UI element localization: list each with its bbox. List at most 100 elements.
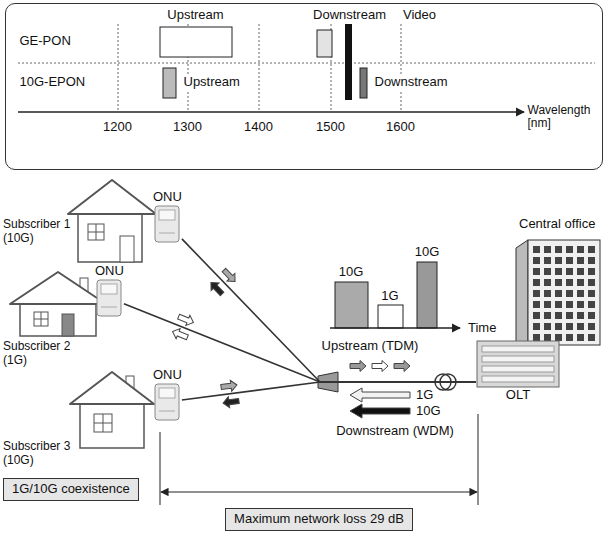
subscriber-label: Subscriber 2 (1G)	[3, 340, 75, 368]
device-label: OLT	[476, 388, 560, 403]
house-door	[62, 314, 74, 336]
device-label: ONU	[95, 264, 124, 279]
extension-line	[160, 432, 161, 505]
building-windows	[533, 246, 599, 345]
coil-loop	[440, 374, 456, 390]
axis-title: Wavelength [nm]	[528, 104, 594, 132]
note-text: 1G/10G coexistence	[12, 482, 130, 497]
band-bar	[160, 27, 232, 57]
onu-device: ONU	[95, 264, 124, 317]
burst-bar	[335, 282, 368, 328]
band-bar	[360, 68, 367, 98]
house	[70, 372, 154, 448]
olt-slot	[482, 376, 554, 382]
building-side	[516, 240, 528, 345]
signal-label: Upstream (TDM)	[322, 339, 419, 354]
olt-slot	[482, 356, 554, 362]
row-label: GE-PON	[18, 34, 73, 49]
olt-slot	[482, 366, 554, 372]
signal-arrow	[350, 361, 366, 372]
rate-label: 10G	[416, 404, 441, 419]
tick-label: 1600	[384, 120, 417, 135]
house-door	[120, 236, 134, 262]
rate-label: 10G	[339, 265, 364, 280]
subscriber-label: Subscriber 1 (10G)	[3, 218, 75, 246]
rate-label: 10G	[415, 245, 440, 260]
grid-line	[259, 24, 260, 110]
axis-label: Time	[468, 321, 496, 336]
burst-bar	[417, 262, 437, 328]
signal-arrow	[220, 380, 237, 393]
house-window	[94, 414, 112, 432]
onu-unit	[154, 205, 180, 243]
house-wall	[20, 302, 96, 336]
upstream-arrows	[350, 361, 410, 372]
house-wall	[78, 212, 142, 262]
olt-slot	[482, 346, 554, 352]
onu-unit	[96, 279, 122, 317]
band-bar	[163, 68, 176, 98]
house-roof	[70, 372, 154, 404]
house-roof	[68, 180, 156, 214]
note-box: 1G/10G coexistence	[3, 478, 139, 501]
fiber-group	[124, 239, 476, 400]
signal-arrow	[372, 361, 388, 372]
dimension-arrow	[161, 491, 477, 492]
olt-device: OLT	[476, 340, 560, 403]
note-box: Maximum network loss 29 dB	[225, 508, 413, 531]
wavelength-axis	[18, 111, 524, 112]
house-roof	[10, 272, 106, 304]
note-text: Maximum network loss 29 dB	[234, 512, 404, 527]
row-label: 10G-EPON	[18, 75, 88, 90]
onu-case	[155, 384, 179, 420]
house	[10, 272, 106, 336]
grid-line	[118, 24, 119, 110]
device-label: ONU	[153, 190, 182, 205]
video-bar	[345, 24, 352, 100]
fiber-link	[182, 239, 476, 382]
signal-arrow	[350, 388, 410, 402]
fiber-coil	[435, 374, 456, 390]
spectrum-panel: UpstreamDownstreamVideoGE-PON10G-EPONUps…	[5, 3, 603, 170]
rate-label: 1G	[416, 388, 433, 403]
time-axis	[330, 327, 460, 328]
grid-line	[401, 24, 402, 110]
signal-arrow	[222, 396, 239, 409]
subscriber-label: Subscriber 3 (10G)	[3, 440, 75, 468]
band-bar	[317, 30, 332, 57]
onu-slot	[159, 410, 175, 411]
building-label: Central office	[519, 217, 595, 232]
house	[68, 180, 156, 262]
window-bar	[34, 319, 48, 320]
tick-label: 1200	[101, 120, 134, 135]
band-heading: Downstream	[311, 8, 388, 23]
onu-device: ONU	[153, 368, 182, 421]
onu-case	[97, 280, 121, 316]
dimension-line	[160, 414, 478, 505]
extension-line	[478, 414, 479, 505]
burst-bar	[378, 305, 403, 328]
spectrum-chart	[18, 24, 595, 112]
rate-label: 1G	[381, 289, 398, 304]
tick-label: 1400	[242, 120, 275, 135]
signal-arrow	[394, 361, 410, 372]
row-divider	[18, 63, 595, 64]
onu-slot	[101, 306, 117, 307]
onu-panel	[101, 284, 117, 294]
window-bar	[88, 232, 104, 233]
building-front	[528, 240, 600, 345]
band-heading: Upstream	[165, 8, 225, 23]
onu-unit	[154, 383, 180, 421]
tick-label: 1500	[314, 120, 347, 135]
olt-rack	[476, 340, 560, 388]
house-window	[88, 224, 104, 240]
central-office-building	[516, 240, 600, 345]
tdm-chart	[330, 262, 460, 328]
signal-arrow	[350, 404, 410, 418]
band-heading: Video	[401, 8, 438, 23]
signal-arrow	[220, 266, 239, 285]
onu-panel	[159, 388, 175, 398]
